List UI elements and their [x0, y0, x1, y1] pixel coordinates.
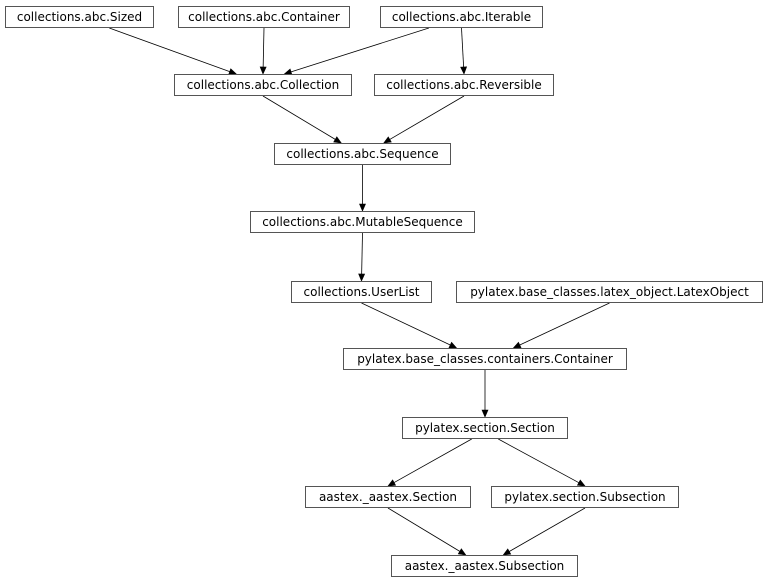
node-collections-abc-container[interactable]: collections.abc.Container: [178, 6, 350, 28]
edge-aastex_section-to-aastex_subsection: [387, 507, 461, 552]
edge-collection-to-sequence: [262, 95, 336, 140]
edge-arrowhead-containers_container-to-section: [481, 409, 489, 418]
edge-container-to-collection: [262, 27, 265, 68]
node-pylatex-section-section[interactable]: pylatex.section.Section: [402, 417, 568, 439]
edge-arrowhead-collection-to-sequence: [333, 136, 342, 144]
node-pylatex-containers-container[interactable]: pylatex.base_classes.containers.Containe…: [343, 348, 627, 370]
node-collections-abc-sequence[interactable]: collections.abc.Sequence: [274, 143, 451, 165]
edge-reversible-to-sequence: [389, 95, 465, 140]
edge-arrowhead-mutable_sequence-to-userlist: [358, 273, 366, 282]
edge-iterable-to-reversible: [461, 27, 465, 68]
node-aastex-section[interactable]: aastex._aastex.Section: [305, 486, 471, 508]
edge-latex_object-to-containers_container: [519, 302, 610, 346]
edge-arrowhead-section-to-subsection: [576, 479, 586, 487]
node-collections-abc-mutablesequence[interactable]: collections.abc.MutableSequence: [250, 211, 475, 233]
node-collections-abc-reversible[interactable]: collections.abc.Reversible: [374, 74, 554, 96]
edge-arrowhead-userlist-to-containers_container: [448, 341, 458, 349]
node-collections-userlist[interactable]: collections.UserList: [291, 281, 432, 303]
node-pylatex-latexobject[interactable]: pylatex.base_classes.latex_object.LatexO…: [456, 281, 763, 303]
edge-arrowhead-section-to-aastex_section: [387, 479, 397, 487]
edge-arrowhead-sequence-to-mutable_sequence: [359, 203, 366, 212]
edge-section-to-aastex_section: [393, 438, 472, 483]
edge-arrowhead-reversible-to-sequence: [383, 136, 392, 144]
edge-arrowhead-iterable-to-reversible: [460, 66, 468, 75]
edge-arrowhead-subsection-to-aastex_subsection: [502, 548, 512, 556]
edge-arrowhead-container-to-collection: [259, 66, 267, 75]
edge-arrowhead-latex_object-to-containers_container: [512, 341, 522, 349]
edge-iterable-to-collection: [290, 27, 430, 73]
node-collections-abc-iterable[interactable]: collections.abc.Iterable: [380, 6, 543, 28]
edge-arrowhead-aastex_section-to-aastex_subsection: [457, 548, 467, 556]
edge-userlist-to-containers_container: [361, 302, 451, 346]
edge-sized-to-collection: [109, 27, 230, 72]
edge-mutable_sequence-to-userlist: [361, 232, 363, 275]
node-collections-abc-collection[interactable]: collections.abc.Collection: [174, 74, 352, 96]
edge-subsection-to-aastex_subsection: [509, 507, 586, 552]
node-collections-abc-sized[interactable]: collections.abc.Sized: [5, 6, 154, 28]
node-pylatex-section-subsection[interactable]: pylatex.section.Subsection: [491, 486, 679, 508]
node-aastex-subsection[interactable]: aastex._aastex.Subsection: [391, 555, 578, 577]
edge-section-to-subsection: [498, 438, 580, 484]
